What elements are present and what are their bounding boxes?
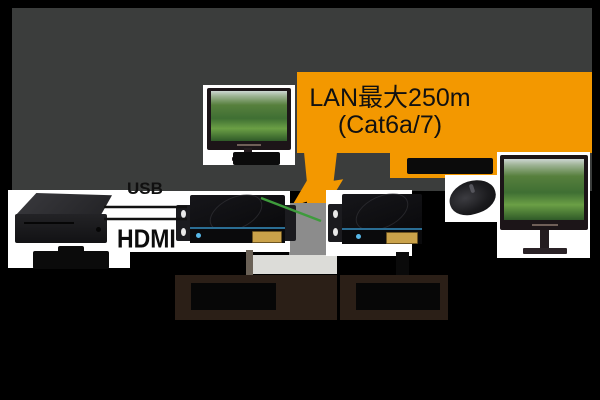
player-power-button xyxy=(96,227,101,232)
monitor2-base xyxy=(523,248,567,254)
hdmi-cable-label: HDMI xyxy=(117,224,176,254)
tx-led xyxy=(196,233,201,238)
redacted-label-block xyxy=(407,158,493,174)
paper-strip xyxy=(247,255,337,274)
bottom-frame-box-left xyxy=(175,275,337,320)
monitor2-screen xyxy=(504,159,584,220)
rx-led xyxy=(356,234,361,239)
player-device-icon xyxy=(15,214,107,243)
rx-hdmi-port xyxy=(386,232,418,244)
rx-screw-hole xyxy=(333,228,338,236)
rx-screw-hole xyxy=(333,210,338,218)
rx-left-mount-ear xyxy=(328,204,344,242)
monitor2-bezel-icon xyxy=(500,155,588,230)
redacted-label-block xyxy=(233,152,280,165)
tx-front-face xyxy=(190,227,285,243)
lan-callout-line2: (Cat6a/7) xyxy=(337,111,443,139)
tx-left-mount-ear xyxy=(176,205,192,241)
player-disc-slot xyxy=(24,222,74,224)
bottom-frame-box-right xyxy=(340,275,448,320)
lan-callout-text: LAN最大250m (Cat6a/7) xyxy=(250,85,530,139)
rx-front-face xyxy=(342,228,422,244)
extender-transmitter-icon xyxy=(190,186,285,243)
frame-inner-block xyxy=(356,283,440,310)
tx-screw-hole xyxy=(181,210,186,218)
lan-callout-line1: LAN最大250m xyxy=(309,84,471,112)
lan-callout-bubble xyxy=(297,72,592,153)
redacted-label-block xyxy=(33,251,109,269)
usb-cable-label: USB xyxy=(127,179,163,198)
extender-receiver-icon xyxy=(342,185,422,244)
player-top-face xyxy=(15,193,112,216)
redacted-label-block xyxy=(58,246,84,253)
monitor1-screen xyxy=(211,91,287,141)
rx-drop-cable xyxy=(396,252,409,276)
monitor1-photo xyxy=(203,85,295,165)
monitor2-brand-mark xyxy=(532,224,558,226)
frame-inner-block xyxy=(191,283,276,310)
tx-screw-hole xyxy=(181,228,186,236)
monitor1-bezel-icon xyxy=(207,88,291,150)
monitor1-brand-mark xyxy=(237,144,261,146)
tx-hdmi-port xyxy=(252,231,282,243)
receiver-photo xyxy=(326,185,422,256)
tx-drop-cable xyxy=(246,250,253,276)
monitor2-stand xyxy=(540,230,549,248)
monitor2-photo xyxy=(497,152,590,258)
